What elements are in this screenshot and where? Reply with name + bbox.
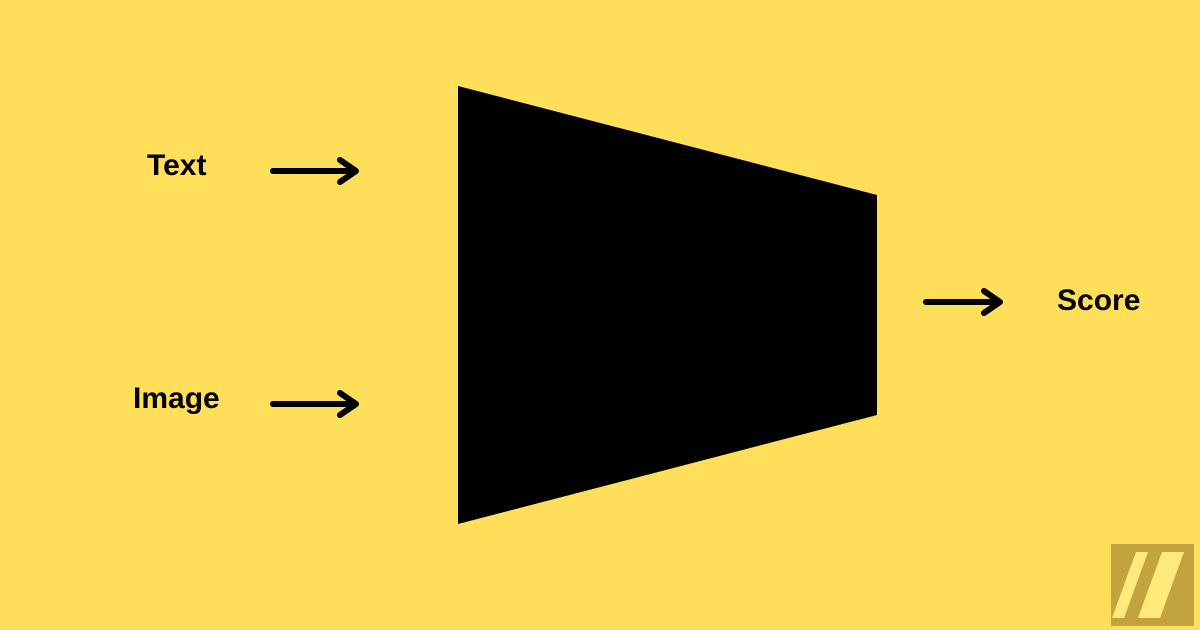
input-label-text: Text [147, 149, 207, 182]
double-slash-logo-icon [1111, 544, 1194, 626]
input-label-image: Image [133, 382, 220, 415]
output-label-score: Score [1057, 284, 1141, 317]
arrow-right-icon [270, 157, 359, 185]
arrow-right-icon [923, 288, 1003, 316]
model-trapezoid [458, 86, 877, 524]
arrow-right-icon [270, 390, 359, 418]
